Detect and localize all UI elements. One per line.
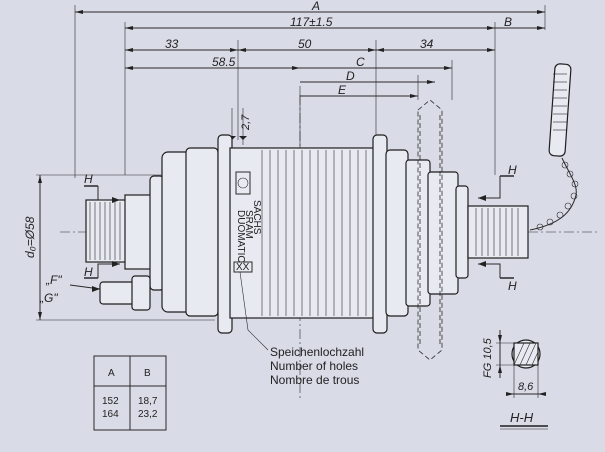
dim-a-label: A	[311, 0, 320, 13]
table-cell-r1-a: 152	[102, 396, 119, 407]
shell-ribs	[261, 150, 367, 316]
dimension-labels: A 117±1.5 B 33 50 34 58.5 C D E 2,7 d₀=Ø…	[23, 0, 512, 258]
table-cell-r2-a: 164	[102, 409, 119, 420]
dim-27-label: 2,7	[240, 114, 252, 131]
section-h-bottom-right: H	[508, 279, 517, 293]
dim-overall-label: 117±1.5	[290, 15, 333, 29]
hub-model-a-text: SRAM	[243, 210, 254, 239]
hub-logo: SACHS SRAM DUOMATIC XX	[233, 171, 262, 273]
label-g: „G"	[39, 291, 58, 305]
section-marks: H H H H „F" „G"	[39, 163, 517, 305]
spoke-label-de: Speichenlochzahl	[270, 345, 364, 359]
spoke-hole-label: Speichenlochzahl Number of holes Nombre …	[270, 345, 364, 387]
section-title: H-H	[510, 410, 534, 425]
shift-chain	[529, 63, 579, 231]
dim-c-label: C	[356, 55, 365, 69]
dim-d-label: D	[346, 69, 355, 83]
table-header-b: B	[144, 368, 151, 379]
spoke-label-fr: Nombre de trous	[270, 373, 359, 387]
hub-code-text: XX	[236, 262, 250, 273]
dimension-lines	[74, 5, 546, 200]
dim-50-label: 50	[298, 37, 312, 51]
ab-table: A B 152 18,7 164 23,2	[93, 355, 167, 431]
section-h-top-right: H	[508, 163, 517, 177]
table-header-a: A	[108, 368, 115, 379]
table-cell-r2-b: 23,2	[138, 409, 158, 420]
dim-diameter-label: d₀=Ø58	[23, 216, 37, 258]
dim-33-label: 33	[165, 37, 179, 51]
section-86-label: 8,6	[518, 381, 534, 393]
dim-34-label: 34	[420, 37, 434, 51]
section-h-bottom-left: H	[84, 265, 93, 279]
label-f: „F"	[45, 273, 62, 287]
dim-e-label: E	[338, 83, 347, 97]
hub-model-b-text: DUOMATIC	[235, 210, 246, 263]
spoke-label-en: Number of holes	[270, 359, 358, 373]
section-fg-label: FG 10,5	[482, 337, 494, 378]
dim-b-label: B	[504, 15, 512, 29]
hub-body	[85, 99, 529, 361]
section-h-top-left: H	[84, 172, 93, 186]
dim-585-label: 58.5	[212, 55, 236, 69]
section-hh-view: FG 10,5 8,6 H-H	[482, 330, 548, 430]
hub-brand-text: SACHS	[251, 200, 262, 235]
table-cell-r1-b: 18,7	[138, 396, 158, 407]
